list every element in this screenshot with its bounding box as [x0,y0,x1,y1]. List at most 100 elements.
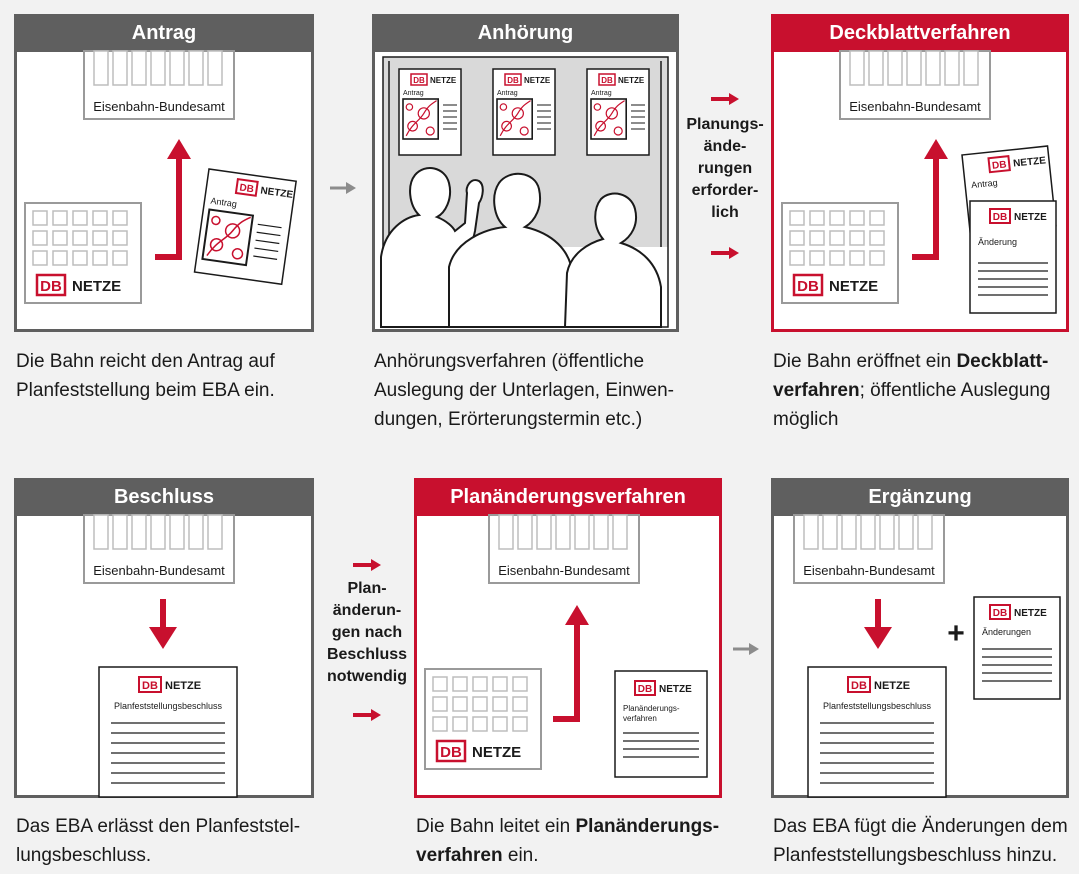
arrow-up-icon [167,139,191,159]
arrow-up-icon [924,139,948,159]
red-arrow-icon [711,247,739,259]
svg-text:Planfeststellungsbeschluss: Planfeststellungsbeschluss [114,701,223,711]
between-line: lich [711,204,739,221]
panel-antrag: Antrag Eisenbahn-Bundesamt DB NETZE DB N… [14,14,314,332]
svg-text:NETZE: NETZE [1014,212,1047,223]
caption-antrag: Die Bahn reicht den Antrag auf Planfests… [16,351,275,401]
between-line: Beschluss [326,646,408,663]
poster: DB NETZE Antrag [492,68,556,156]
between-line: notwendig [327,668,407,685]
deckblatt-illustration: Eisenbahn-Bundesamt DB NETZE DB NETZE An… [781,50,1057,314]
between-line: Planungs- [686,116,764,133]
svg-text:DB: DB [440,744,462,761]
ergaenzung-illustration: Eisenbahn-Bundesamt DB NETZE Planfestste… [793,514,1061,798]
svg-text:Antrag: Antrag [971,177,998,190]
svg-text:DB: DB [507,76,519,85]
svg-text:NETZE: NETZE [260,185,294,201]
svg-text:NETZE: NETZE [165,680,201,692]
panel-title: Antrag [14,14,314,52]
between-line: gen nach [331,624,403,641]
anhoerung-illustration: DB NETZE Antrag DB NETZE Antrag DB NETZE… [380,56,669,328]
svg-text:DB: DB [851,680,867,692]
netze-logo: NETZE [72,278,121,295]
panel-title: Deckblattverfahren [771,14,1069,52]
between-line: rungen [697,160,753,177]
antrag-document: DB NETZE Antrag [193,168,297,286]
panel-beschluss: Beschluss Eisenbahn-Bundesamt DB NETZE P… [14,478,314,798]
panel-ergaenzung: Ergänzung Eisenbahn-Bundesamt DB NETZE P… [771,478,1069,798]
between-line: änderun- [332,602,402,619]
svg-text:Antrag: Antrag [210,196,238,210]
aenderungen-document: DB NETZE Änderungen [973,596,1061,700]
panel-planaenderung: Planänderungsverfahren Eisenbahn-Bundesa… [414,478,722,798]
caption-ergaenzung: Das EBA fügt die Änderungen dem Planfest… [773,816,1068,866]
between-line: ände- [703,138,747,155]
svg-text:Planfeststellungsbeschluss: Planfeststellungsbeschluss [823,701,932,711]
red-arrow-icon [353,559,381,571]
svg-text:NETZE: NETZE [1014,608,1047,619]
arrow-down-icon [149,627,177,649]
svg-text:DB: DB [638,684,652,695]
svg-text:DB: DB [239,182,255,195]
svg-text:DB: DB [797,278,819,295]
svg-text:DB: DB [993,608,1007,619]
caption-deckblatt: Die Bahn eröffnet ein Deckblatt- verfahr… [773,351,1051,430]
panel-title: Planänderungsverfahren [414,478,722,516]
svg-text:Eisenbahn-Bundesamt: Eisenbahn-Bundesamt [93,563,225,578]
db-logo: DB [40,278,62,295]
svg-text:NETZE: NETZE [618,76,645,85]
planaenderung-illustration: Eisenbahn-Bundesamt DB NETZE DB NETZE Pl… [424,514,708,778]
svg-text:NETZE: NETZE [472,744,521,761]
svg-text:NETZE: NETZE [874,680,910,692]
svg-text:NETZE: NETZE [1013,155,1047,169]
poster: DB NETZE Antrag [586,68,650,156]
red-arrow-icon [353,709,381,721]
between-top: Planungs- ände- rungen erforder- lich [681,90,769,260]
antrag-illustration: Eisenbahn-Bundesamt DB NETZE DB NETZE An… [24,50,297,304]
between-line: Plan- [347,580,387,597]
caption-planaenderung: Die Bahn leitet ein Planänderungs- verfa… [416,816,720,866]
svg-text:DB: DB [992,159,1008,171]
planaenderung-document: DB NETZE Planänderungs- verfahren [614,670,708,778]
arrow-down-icon [864,627,892,649]
svg-text:Antrag: Antrag [403,90,424,97]
arrow-up-icon [565,605,589,625]
caption-anhoerung: Anhörungsverfahren (öffentliche Auslegun… [374,351,674,430]
svg-text:NETZE: NETZE [829,278,878,295]
svg-text:Planänderungs-: Planänderungs- [623,704,680,713]
plus-icon: + [947,617,965,650]
red-arrow-icon [711,93,739,105]
beschluss-document: DB NETZE Planfeststellungsbeschluss [98,666,238,798]
next-arrow-icon [330,182,356,194]
svg-text:Eisenbahn-Bundesamt: Eisenbahn-Bundesamt [498,563,630,578]
svg-text:DB: DB [413,76,425,85]
svg-text:Änderungen: Änderungen [982,627,1031,637]
panel-title: Beschluss [14,478,314,516]
poster: DB NETZE Antrag [398,68,462,156]
svg-text:Eisenbahn-Bundesamt: Eisenbahn-Bundesamt [849,99,981,114]
panel-title: Ergänzung [771,478,1069,516]
svg-text:NETZE: NETZE [524,76,551,85]
svg-text:Antrag: Antrag [591,90,612,97]
between-line: erforder- [691,182,759,199]
panel-deckblatt: Deckblattverfahren Eisenbahn-Bundesamt D… [771,14,1069,332]
between-bottom: Plan- änderun- gen nach Beschluss notwen… [323,556,411,726]
svg-text:Änderung: Änderung [978,237,1017,247]
audience-people [380,167,662,328]
beschluss-document: DB NETZE Planfeststellungsbeschluss [807,666,947,798]
svg-text:DB: DB [601,76,613,85]
next-arrow-icon [733,643,759,655]
caption-beschluss: Das EBA erlässt den Planfeststel- lungsb… [16,816,301,866]
svg-text:DB: DB [142,680,158,692]
svg-text:DB: DB [993,212,1007,223]
panel-anhoerung: Anhörung DB NETZE Antrag DB NETZE Antrag [372,14,679,332]
eba-label: Eisenbahn-Bundesamt [93,99,225,114]
svg-text:NETZE: NETZE [430,76,457,85]
panel-title: Anhörung [372,14,679,52]
beschluss-illustration: Eisenbahn-Bundesamt DB NETZE Planfestste… [83,514,238,798]
svg-text:verfahren: verfahren [623,714,657,723]
svg-text:Antrag: Antrag [497,90,518,97]
svg-text:Eisenbahn-Bundesamt: Eisenbahn-Bundesamt [803,563,935,578]
aenderung-document: DB NETZE Änderung [969,200,1057,314]
svg-text:NETZE: NETZE [659,684,692,695]
